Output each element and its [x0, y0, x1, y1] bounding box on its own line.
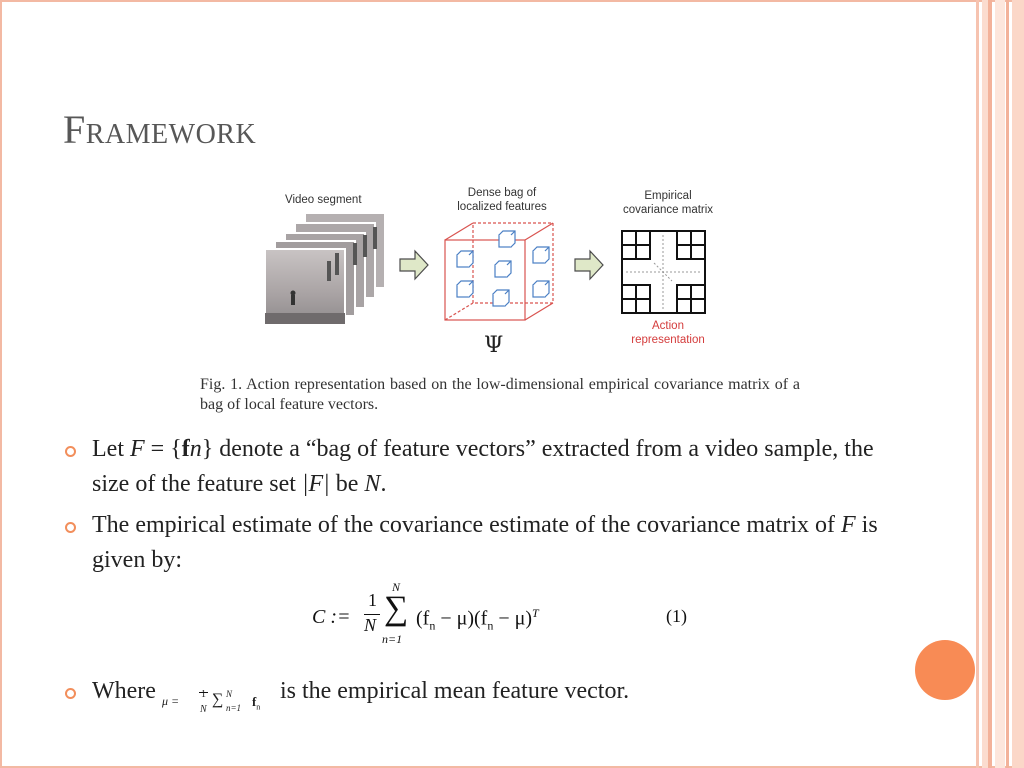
covariance-matrix: [621, 230, 706, 314]
equation-sum: ∑: [384, 590, 409, 627]
bullet-empirical-mean: Where μ = 1 N ∑ N n=1 fn is the empirica…: [64, 674, 904, 716]
bullet-marker: [65, 688, 76, 699]
bullet-bag-of-features: Let F = {fn} denote a “bag of feature ve…: [64, 432, 904, 502]
equation-sum-bottom: n=1: [382, 632, 403, 646]
slide-title: Framework: [63, 107, 257, 152]
label-video-segment: Video segment: [285, 194, 362, 206]
equation-fraction-numerator: 1: [368, 590, 377, 610]
bullet-list: Let F = {fn} denote a “bag of feature ve…: [64, 432, 904, 716]
bullet-marker: [65, 522, 76, 533]
equation-fraction-denominator: N: [364, 615, 377, 635]
bullet-marker: [65, 446, 76, 457]
arrow-1: [399, 249, 429, 281]
slide-bottom-border: [0, 766, 1024, 768]
video-frames: [264, 212, 386, 325]
arrow-2: [574, 249, 604, 281]
covariance-equation: C := 1 N N ∑ n=1 (fn − μ)(fn − μ)T (1): [284, 580, 904, 660]
slide-left-border: [0, 0, 2, 768]
equation-lhs: C :=: [312, 606, 351, 628]
slide-top-border: [0, 0, 1024, 2]
figure-caption: Fig. 1. Action representation based on t…: [200, 376, 800, 413]
decorative-stripes: [976, 0, 1024, 768]
equation-body: (fn − μ)(fn − μ)T: [416, 606, 539, 633]
bullet-covariance-estimate: The empirical estimate of the covariance…: [64, 508, 904, 578]
equation-number: (1): [666, 606, 687, 626]
feature-cubes: [456, 230, 550, 307]
figure-graphics: [264, 212, 706, 325]
decorative-circle: [915, 640, 975, 700]
mean-inline-equation: μ = 1 N ∑ N n=1 fn: [161, 689, 261, 716]
psi-symbol: Ψ: [484, 333, 504, 358]
equation-sum-top: N: [392, 580, 401, 594]
equation-fraction-bar: [364, 614, 380, 615]
